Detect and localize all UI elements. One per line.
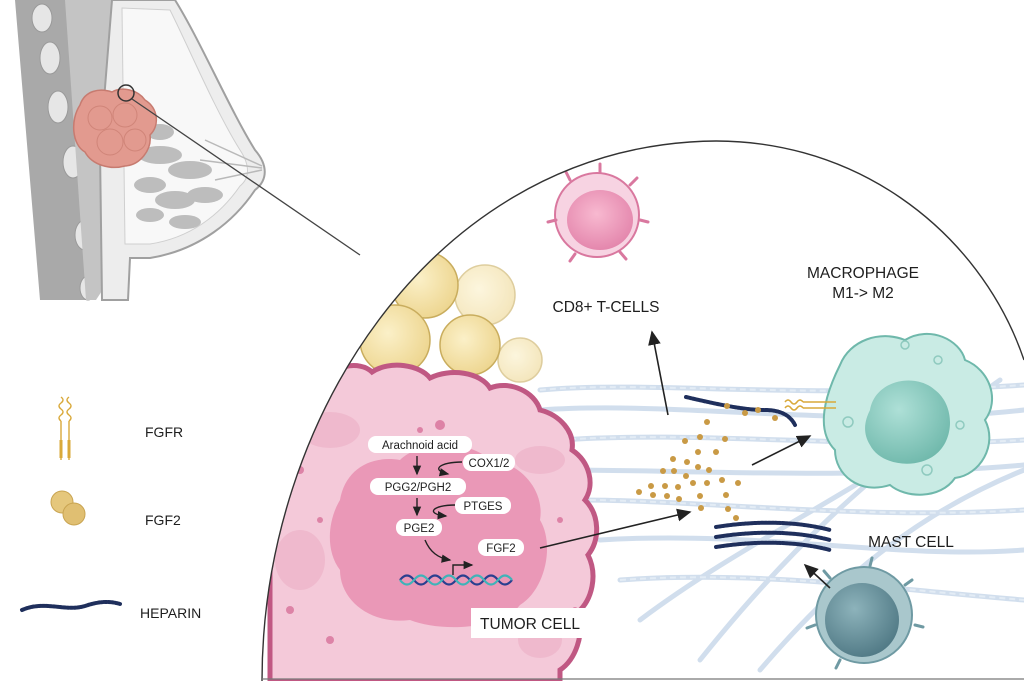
mast-cell-nucleus xyxy=(825,583,899,657)
legend: FGFR FGF2 HEPARIN xyxy=(20,396,201,621)
arrow-to-tcells xyxy=(648,330,669,416)
tumor-cell-label: TUMOR CELL xyxy=(480,616,580,633)
pathway-step-arachnoid-acid: Arachnoid acid xyxy=(382,440,458,452)
cd8-t-cell xyxy=(546,162,650,263)
pathway-step-fgf2: FGF2 xyxy=(486,543,515,555)
tumor-cell-nucleus xyxy=(329,445,548,628)
pathway-step-pge2: PGE2 xyxy=(404,523,435,535)
magnification-circle xyxy=(117,84,135,102)
signaling-arrows xyxy=(539,330,831,589)
fgf2-molecule-icon xyxy=(50,490,86,526)
fgf2-particles xyxy=(636,403,778,521)
pathway-step-box xyxy=(396,519,442,536)
magnification-guide-line xyxy=(131,98,361,256)
macrophage-label: MACROPHAGE xyxy=(807,265,919,282)
arrow-from-mast-cell xyxy=(803,563,831,589)
legend-label-fgf2: FGF2 xyxy=(145,512,181,528)
legend-label-fgfr: FGFR xyxy=(145,424,183,440)
macrophage xyxy=(822,332,994,496)
transcription-start-arrow xyxy=(452,560,474,575)
pathway-step-box xyxy=(478,539,524,556)
enzyme-box xyxy=(455,497,511,514)
fgfr-receptor-icon xyxy=(58,396,72,460)
mast-cell-label: MAST CELL xyxy=(868,534,954,551)
pathway-step-pgg2-pgh2: PGG2/PGH2 xyxy=(385,482,451,494)
tcell-label: CD8+ T-CELLS xyxy=(553,299,660,316)
heparin-chain-icon xyxy=(20,599,122,612)
tumor-cell-label-box xyxy=(471,608,589,638)
enzyme-ptges: PTGES xyxy=(464,501,503,513)
fgfr-receptor-on-macrophage xyxy=(784,399,836,411)
microenvironment-boundary xyxy=(261,140,1024,681)
legend-label-heparin: HEPARIN xyxy=(140,605,201,621)
macrophage-polarization-label: M1-> M2 xyxy=(832,285,894,302)
t-cell-nucleus xyxy=(567,190,633,250)
arrow-fgf2-secretion xyxy=(539,508,692,549)
milk-ducts xyxy=(199,139,263,181)
enzyme-box xyxy=(463,454,515,471)
enzyme-cox12: COX1/2 xyxy=(469,458,510,470)
pathway-step-box xyxy=(368,436,472,453)
breast-anatomy-illustration xyxy=(15,0,266,301)
tumor-mass-texture xyxy=(87,102,147,156)
prostaglandin-pathway: Arachnoid acid COX1/2 PGG2/PGH2 PTGES PG… xyxy=(368,436,524,586)
mast-cell xyxy=(805,556,925,670)
pathway-step-box xyxy=(370,478,466,495)
tumor-microenvironment xyxy=(261,140,1024,681)
heparin-chains xyxy=(684,395,832,552)
mammary-lobules xyxy=(134,124,223,229)
macrophage-nucleus xyxy=(865,380,950,464)
dna-helix-icon xyxy=(399,574,513,586)
arrow-to-macrophage xyxy=(751,435,812,466)
